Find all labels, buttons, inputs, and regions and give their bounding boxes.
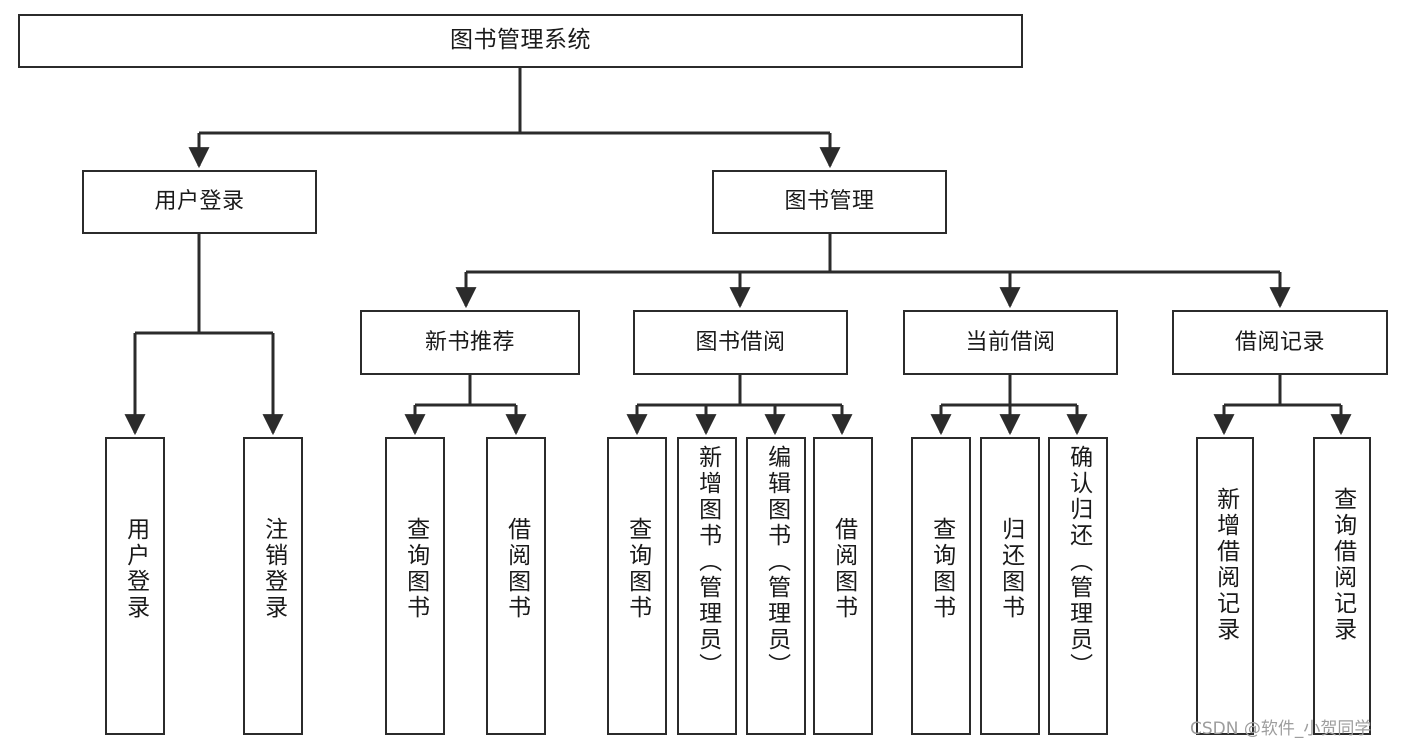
node-leaf-edit-book[interactable]: 编辑图书（管理员） bbox=[746, 437, 806, 735]
node-leaf-query-book-2[interactable]: 查询图书 bbox=[607, 437, 667, 735]
node-leaf-add-book[interactable]: 新增图书（管理员） bbox=[677, 437, 737, 735]
node-book-borrow[interactable]: 图书借阅 bbox=[633, 310, 848, 375]
node-leaf-query-book-3-label: 查询图书 bbox=[928, 517, 955, 621]
node-leaf-return-book-label: 归还图书 bbox=[997, 517, 1024, 621]
node-new-book-recommend[interactable]: 新书推荐 bbox=[360, 310, 580, 375]
node-leaf-user-logout-label: 注销登录 bbox=[260, 517, 287, 621]
node-current-borrow-label: 当前借阅 bbox=[965, 329, 1056, 355]
node-leaf-query-record-label: 查询借阅记录 bbox=[1329, 487, 1356, 643]
node-book-manage[interactable]: 图书管理 bbox=[712, 170, 947, 234]
node-leaf-return-book[interactable]: 归还图书 bbox=[980, 437, 1040, 735]
node-leaf-user-logout[interactable]: 注销登录 bbox=[243, 437, 303, 735]
node-leaf-query-book-3[interactable]: 查询图书 bbox=[911, 437, 971, 735]
watermark-text: CSDN @软件_小贺同学 bbox=[1190, 719, 1372, 739]
node-leaf-edit-book-label: 编辑图书（管理员） bbox=[763, 445, 790, 679]
node-leaf-user-login[interactable]: 用户登录 bbox=[105, 437, 165, 735]
node-new-book-recommend-label: 新书推荐 bbox=[424, 329, 515, 355]
node-leaf-query-book-2-label: 查询图书 bbox=[624, 517, 651, 621]
node-leaf-query-record[interactable]: 查询借阅记录 bbox=[1313, 437, 1371, 735]
node-user-login-label: 用户登录 bbox=[154, 189, 245, 215]
node-leaf-confirm-return[interactable]: 确认归还（管理员） bbox=[1048, 437, 1108, 735]
node-leaf-borrow-book-2-label: 借阅图书 bbox=[830, 517, 857, 621]
node-leaf-add-book-label: 新增图书（管理员） bbox=[694, 445, 721, 679]
node-leaf-borrow-book-2[interactable]: 借阅图书 bbox=[813, 437, 873, 735]
node-leaf-add-record-label: 新增借阅记录 bbox=[1212, 487, 1239, 643]
node-book-borrow-label: 图书借阅 bbox=[695, 329, 786, 355]
node-root-label: 图书管理系统 bbox=[450, 27, 591, 54]
node-current-borrow[interactable]: 当前借阅 bbox=[903, 310, 1118, 375]
node-root[interactable]: 图书管理系统 bbox=[18, 14, 1023, 68]
node-user-login[interactable]: 用户登录 bbox=[82, 170, 317, 234]
node-leaf-borrow-book-1-label: 借阅图书 bbox=[503, 517, 530, 621]
node-leaf-borrow-book-1[interactable]: 借阅图书 bbox=[486, 437, 546, 735]
node-leaf-add-record[interactable]: 新增借阅记录 bbox=[1196, 437, 1254, 735]
node-borrow-record[interactable]: 借阅记录 bbox=[1172, 310, 1388, 375]
node-borrow-record-label: 借阅记录 bbox=[1234, 329, 1325, 355]
node-book-manage-label: 图书管理 bbox=[784, 189, 875, 215]
node-leaf-user-login-label: 用户登录 bbox=[122, 517, 149, 621]
node-leaf-query-book-1[interactable]: 查询图书 bbox=[385, 437, 445, 735]
node-leaf-query-book-1-label: 查询图书 bbox=[402, 517, 429, 621]
node-leaf-confirm-return-label: 确认归还（管理员） bbox=[1065, 445, 1092, 679]
